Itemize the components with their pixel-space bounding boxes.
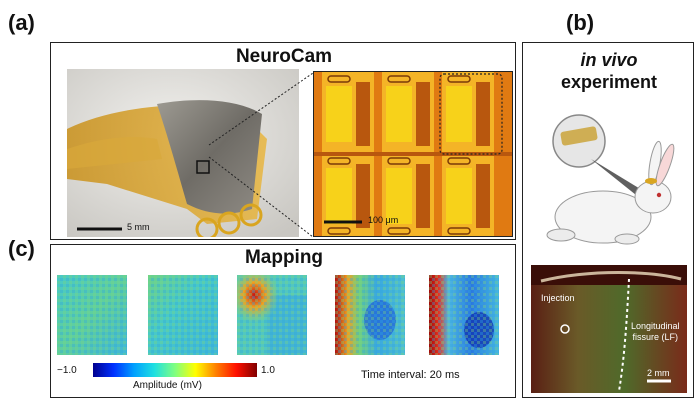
injection-label: Injection xyxy=(541,293,575,303)
panel-b-box: in vivo experiment xyxy=(522,42,694,398)
rabbit-illustration xyxy=(531,101,687,251)
panel-b-label: (b) xyxy=(566,10,595,35)
fissure-label: Longitudinal fissure (LF) xyxy=(631,321,680,342)
amplitude-map-1 xyxy=(57,275,127,355)
mapping-title: Mapping xyxy=(244,247,324,268)
amplitude-map-2 xyxy=(148,275,218,355)
panel-a-box: NeuroCam xyxy=(50,42,516,240)
panel-a-label: (a) xyxy=(8,10,35,35)
neurocam-title: NeuroCam xyxy=(235,46,333,67)
device-photo: 5 mm xyxy=(67,69,299,237)
panel-c-label: (c) xyxy=(8,236,35,261)
in-vivo-title: in vivo experiment xyxy=(523,49,695,93)
colorbar-min: −1.0 xyxy=(57,365,77,376)
brain-photo: Injection Longitudinal fissure (LF) 2 mm xyxy=(531,265,687,393)
colorbar xyxy=(93,363,257,377)
panel-c-box: Mapping −1.0 1.0 Amplitude (mV) Time int… xyxy=(50,244,516,398)
micro-scale-label: 100 μm xyxy=(368,215,399,225)
amplitude-map-4 xyxy=(335,275,405,355)
time-interval-label: Time interval: 20 ms xyxy=(361,369,460,381)
amplitude-map-5 xyxy=(429,275,499,355)
colorbar-max: 1.0 xyxy=(261,365,275,376)
colorbar-label: Amplitude (mV) xyxy=(133,380,202,391)
experiment-word: experiment xyxy=(560,72,658,92)
photo-scale-label: 5 mm xyxy=(127,222,150,232)
amplitude-map-3 xyxy=(237,275,307,355)
brain-scale-label: 2 mm xyxy=(647,368,670,378)
in-vivo-italic: in vivo xyxy=(580,50,638,70)
electrode-micrograph: 100 μm xyxy=(313,71,513,237)
